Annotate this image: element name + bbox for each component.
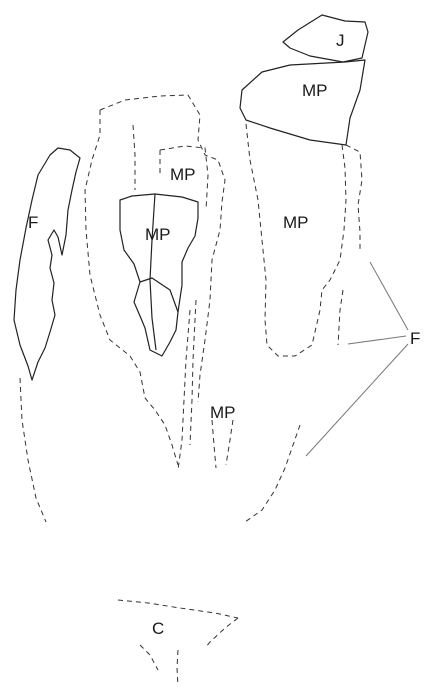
dashed-outline-c-right [204,617,239,649]
label-mp-right: MP [283,213,309,232]
label-c: C [152,619,164,638]
dashed-outline-inner-mp [132,124,136,190]
dashed-outline-mp-lower [211,419,217,469]
dashed-outline-c-stem [176,649,179,687]
dashed-splint-1 [177,309,191,471]
bone-crease [139,277,179,313]
dashed-outline-bottom-left [19,377,47,523]
bone-fragment-mp-center [119,193,199,357]
dashed-outline-inner-mp-right [159,145,209,211]
dashed-outline-c-top [117,599,239,619]
bone-fragment-j [282,14,369,63]
label-mp-center: MP [145,225,171,244]
label-mp-top: MP [302,81,328,100]
dashed-outline-left-lobe [84,110,179,466]
bone-midline [149,193,157,351]
leader-f-lower [305,343,409,457]
bone-fragment-mp-top [239,59,366,146]
label-mp-upper-middle: MP [170,165,196,184]
dashed-outline-right-mp [245,123,347,357]
dashed-outline-bottom-right [244,424,301,523]
label-f-right: F [410,329,420,348]
dashed-outline-right-lower [337,289,344,346]
label-mp-lower: MP [210,403,236,422]
dashed-outline-c-left [139,644,159,671]
label-j: J [336,31,345,50]
leader-f-upper [369,261,409,331]
dashed-outline-right-edge [345,144,363,250]
dashed-outline-mp-lower-2 [225,419,234,466]
bone-fragment-f-left [13,147,81,381]
leader-f-middle [347,335,407,345]
label-f-left: F [28,213,38,232]
dashed-outline-outer [99,94,226,403]
dashed-splint-2 [189,299,197,446]
